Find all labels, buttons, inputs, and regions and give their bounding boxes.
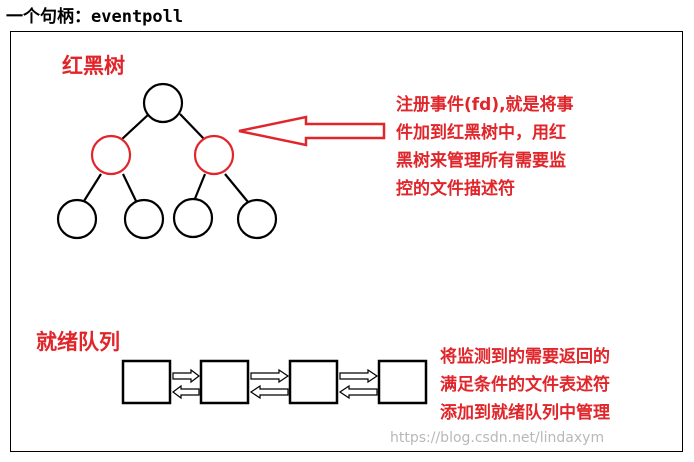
tree-edge [122,173,137,202]
queue-note: 将监测到的需要返回的 满足条件的文件表述符 添加到就绪队列中管理 [440,343,610,427]
tree-node-leaf [236,198,278,240]
diagram-title: 一个句柄：eventpoll [6,7,184,27]
tree-node-root [142,82,184,124]
tree-nodes [56,82,278,240]
tree-node-red [90,134,132,176]
queue-note-line: 将监测到的需要返回的 [440,347,610,367]
queue-label: 就绪队列 [36,330,120,354]
queue-links [172,368,379,400]
link-arrow-right [250,368,290,384]
tree-edge [83,173,102,202]
tree-note-line: 控的文件描述符 [396,179,515,199]
queue-node [288,359,339,405]
tree-note-line: 注册事件(fd),就是将事 [396,95,574,115]
queue-note-line: 添加到就绪队列中管理 [440,403,610,423]
queue-node [121,359,172,405]
tree-node-leaf [123,198,165,240]
tree-edge [120,113,150,141]
tree-edges [83,113,249,203]
queue-node [199,359,250,405]
tree-note-line: 黑树来管理所有需要监 [396,151,566,171]
link-arrow-left [249,384,289,400]
diagram-frame [10,31,683,452]
queue-node [377,359,428,405]
queue-note-line: 满足条件的文件表述符 [440,375,610,395]
register-arrow [238,115,386,147]
tree-node-leaf [56,198,98,240]
tree-label: 红黑树 [62,54,125,78]
tree-note-line: 件加到红黑树中，用红 [396,123,566,143]
link-arrow-right [172,368,200,384]
watermark-url: https://blog.csdn.net/lindaxym [390,430,605,446]
queue-boxes [121,359,428,405]
tree-node-leaf [172,197,214,239]
link-arrow-left [172,384,200,400]
tree-edge [224,173,249,203]
tree-node-red [193,134,235,176]
tree-edge [192,173,207,202]
tree-note: 注册事件(fd),就是将事 件加到红黑树中，用红 黑树来管理所有需要监 控的文件… [396,91,574,203]
tree-edge [179,113,206,141]
link-arrow-right [339,368,379,384]
link-arrow-left [338,384,378,400]
